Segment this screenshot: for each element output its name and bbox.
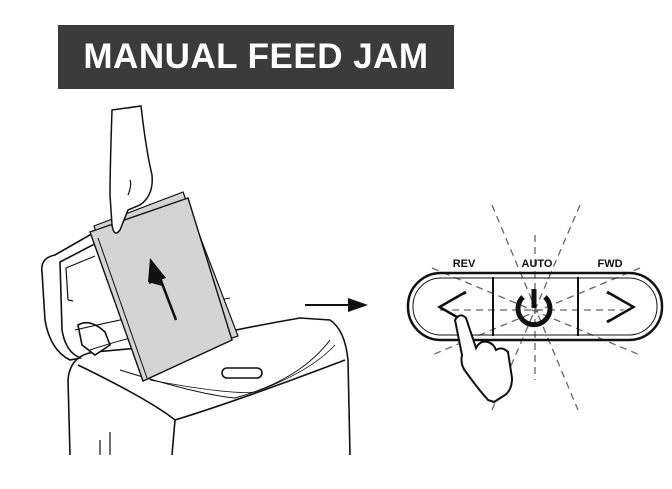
- fwd-label: FWD: [597, 258, 622, 270]
- power-icon: [515, 289, 553, 328]
- title-banner: MANUAL FEED JAM: [58, 25, 454, 89]
- next-step-arrow-icon: [305, 298, 368, 312]
- auto-label: AUTO: [522, 258, 553, 270]
- chevron-right-icon: [606, 290, 637, 324]
- fwd-button[interactable]: [580, 280, 656, 333]
- rev-label: REV: [453, 258, 476, 270]
- pull-up-arrow-shaft: [158, 277, 178, 321]
- auto-power-button[interactable]: [495, 280, 576, 333]
- page-title: MANUAL FEED JAM: [83, 37, 429, 76]
- control-panel: REV AUTO FWD: [406, 258, 664, 342]
- hand-pulling-icon: [109, 105, 153, 234]
- jammed-paper: [89, 191, 239, 382]
- rev-button[interactable]: [415, 280, 491, 333]
- pressing-finger-icon: [453, 314, 514, 404]
